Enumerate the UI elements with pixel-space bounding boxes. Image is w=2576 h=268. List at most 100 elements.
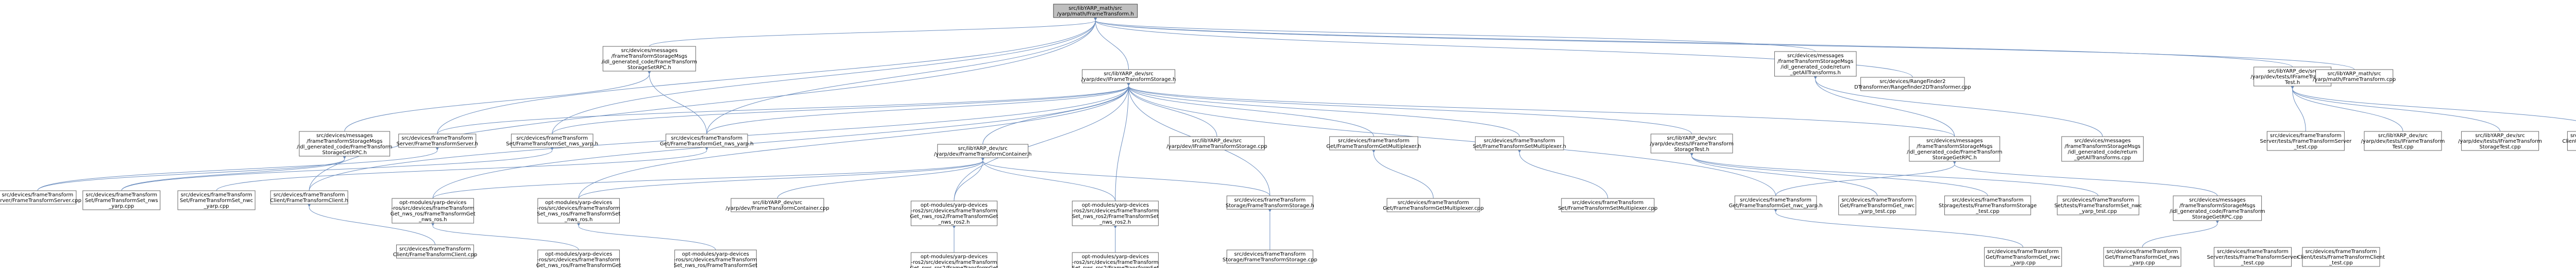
- graph-node-client-cpp[interactable]: src/devices/frameTransformClient/FrameTr…: [393, 244, 478, 259]
- edge-ftst-h-to-storagetest-h: [1127, 82, 1692, 135]
- graph-node-setmux-h[interactable]: src/devices/frameTransformSet/FrameTrans…: [1473, 136, 1566, 150]
- node-label-line: /frameTransformStorageMsgs: [2179, 203, 2255, 209]
- graph-node-ros2-get-h[interactable]: opt-modules/yarp-devices-ros2/src/device…: [910, 200, 998, 226]
- edge-ftsg-rpc-h-to-ftget-rpc-cpp: [1953, 161, 2218, 196]
- node-box: [537, 198, 620, 224]
- node-label-line: opt-modules/yarp-devices: [921, 203, 988, 208]
- node-label-line: -ros2/src/devices/frameTransform: [911, 208, 997, 214]
- graph-node-storage-test[interactable]: src/libYARP_dev/src/yarp/dev/tests/IFram…: [2458, 131, 2542, 151]
- node-label-line: Set_nws_ros/FrameTransformSet: [674, 263, 757, 268]
- graph-node-ros2-h[interactable]: opt-modules/yarp-devices-ros/src/devices…: [537, 198, 620, 224]
- graph-node-math-cpp[interactable]: src/libYARP_math/src/yarp/math/FrameTran…: [2313, 69, 2396, 83]
- node-label-line: src/devices/frameTransform: [1398, 200, 1469, 206]
- graph-node-fts-h[interactable]: src/devices/messages/frameTransformStora…: [602, 46, 697, 72]
- edge-root-to-ftset-yarp-h: [552, 17, 1097, 135]
- node-label-line: src/libYARP_dev/src: [958, 146, 1007, 152]
- edge-ftst-h-to-ftset-yarp-h: [552, 82, 1130, 135]
- graph-node-storage-h2[interactable]: src/devices/frameTransformStorage/FrameT…: [1226, 195, 1314, 210]
- edge-ift-h-to-ift-test: [2291, 86, 2403, 132]
- graph-node-ros2-set-cpp[interactable]: opt-modules/yarp-devices-ros2/src/device…: [1072, 252, 1159, 268]
- node-label-line: src/devices/frameTransform: [1234, 252, 1306, 257]
- node-label-line: /yarp/math/FrameTransform.h: [1057, 11, 1134, 17]
- edge-root-to-fts-h: [649, 17, 1097, 47]
- graph-node-ftget-nwc-test[interactable]: src/devices/frameTransformGet/FrameTrans…: [1838, 195, 1917, 215]
- node-label-line: -ros/src/devices/frameTransform: [537, 257, 620, 263]
- graph-node-ftget-nws-test[interactable]: src/devices/frameTransformStorage/tests/…: [1939, 195, 2037, 215]
- edge-ftst-h-to-setmux-h: [1127, 82, 1520, 137]
- graph-node-ros-set-cpp[interactable]: opt-modules/yarp-devices-ros/src/devices…: [674, 249, 757, 268]
- graph-node-ros-cpp[interactable]: opt-modules/yarp-devices-ros/src/devices…: [536, 249, 621, 268]
- graph-node-ftget-rpc-cpp[interactable]: src/devices/messages/frameTransformStora…: [2170, 195, 2265, 221]
- edge-root-to-ftst-h: [1094, 17, 1129, 70]
- node-label-line: src/libYARP_math/src: [1069, 6, 1122, 11]
- node-label-line: opt-modules/yarp-devices: [1082, 254, 1149, 260]
- graph-node-storage-cpp[interactable]: src/libYARP_dev/src/yarp/dev/IFrameTrans…: [1166, 136, 1267, 150]
- edge-ftst-h-to-ftget-yarp-h: [706, 82, 1130, 135]
- graph-node-ftget-yarp-h[interactable]: src/devices/frameTransformGet/FrameTrans…: [660, 133, 754, 148]
- graph-node-ftget-nwc-cpp[interactable]: src/devices/frameTransformGet/FrameTrans…: [1984, 247, 2062, 267]
- graph-node-server-test2[interactable]: src/devices/frameTransformServer/tests/F…: [2207, 247, 2299, 267]
- graph-node-setnwc-test[interactable]: src/devices/frameTransformSet/tests/Fram…: [2054, 195, 2142, 215]
- graph-node-rtg-cpp[interactable]: src/devices/messages/frameTransformStora…: [2061, 136, 2144, 162]
- graph-node-storage-cpp2[interactable]: src/devices/frameTransformStorage/FrameT…: [1223, 249, 1317, 264]
- graph-node-ftsg-rpc-h[interactable]: src/devices/messages/frameTransformStora…: [1907, 136, 2002, 162]
- graph-node-ftsg-h[interactable]: src/devices/messages/frameTransformStora…: [297, 131, 392, 157]
- node-label-line: DTransformer/Rangefinder2DTransformer.cp…: [1854, 85, 1971, 90]
- node-label-line: /yarp/dev/tests/IFrameTransform: [2361, 139, 2445, 144]
- node-label-line: /frameTransformStorageMsgs: [1917, 144, 1992, 149]
- node-label-line: /yarp/dev/tests/IFrameTransform: [2458, 139, 2542, 144]
- node-label-line: src/devices/messages: [316, 133, 373, 139]
- node-label-line: /yarp/dev/tests/IFrameTransform: [1650, 141, 1734, 147]
- node-box: [1774, 51, 1857, 77]
- graph-node-ift-test[interactable]: src/libYARP_dev/src/yarp/dev/tests/IFram…: [2361, 131, 2445, 151]
- graph-node-ftst-h[interactable]: src/libYARP_dev/src/yarp/dev/IFrameTrans…: [1081, 69, 1176, 83]
- edge-ift-h-to-client-test: [2291, 86, 2576, 121]
- node-label-line: src/devices/messages: [621, 48, 678, 54]
- node-box: [1082, 69, 1176, 83]
- graph-node-ftserver-h[interactable]: src/devices/frameTransformServer/FrameTr…: [397, 133, 478, 148]
- graph-node-storagetest-h[interactable]: src/libYARP_dev/src/yarp/dev/tests/IFram…: [1650, 133, 1734, 154]
- graph-node-ftset-yarp-h[interactable]: src/devices/frameTransformSet/FrameTrans…: [506, 133, 598, 148]
- graph-node-server-test[interactable]: src/devices/frameTransformServer/tests/F…: [2260, 131, 2352, 151]
- node-label-line: src/devices/frameTransform: [1338, 138, 1410, 144]
- node-label-line: src/devices/frameTransform: [2062, 197, 2134, 203]
- node-label-line: -ros2/src/devices/frameTransform: [1072, 260, 1158, 265]
- graph-node-setmux-cpp[interactable]: src/devices/frameTransformSet/FrameTrans…: [1558, 198, 1657, 212]
- edge-root-to-ftget-yarp-h: [706, 17, 1097, 135]
- node-box: [1169, 136, 1265, 150]
- graph-node-client-h[interactable]: src/devices/frameTransformClient/FrameTr…: [270, 190, 348, 205]
- graph-node-ros-h[interactable]: opt-modules/yarp-devices-ros/src/devices…: [391, 198, 476, 224]
- graph-node-getmux-cpp[interactable]: src/devices/frameTransformGet/FrameTrans…: [1383, 198, 1484, 212]
- graph-node-client-test[interactable]: src/devices/frameTransformClient/tests/F…: [2562, 131, 2576, 151]
- node-label-line: _getAllTransforms.h: [1790, 70, 1841, 76]
- graph-node-container-cpp[interactable]: src/libYARP_dev/src/yarp/dev/FrameTransf…: [725, 198, 829, 212]
- graph-node-getmux-h[interactable]: src/devices/frameTransformGet/FrameTrans…: [1326, 136, 1421, 150]
- node-box: [270, 190, 348, 205]
- node-label-line: Set/FrameTransformSet_nws: [85, 198, 158, 204]
- node-box: [2461, 131, 2539, 151]
- graph-node-ftset-nws-cpp[interactable]: src/devices/frameTransformSet/FrameTrans…: [82, 190, 161, 210]
- node-label-line: src/devices/messages: [2189, 197, 2246, 203]
- graph-node-client-test2[interactable]: src/devices/frameTransformClient/tests/F…: [2297, 247, 2385, 267]
- node-box: [299, 131, 391, 157]
- node-box: [398, 133, 477, 148]
- graph-node-ftget-nws-cpp[interactable]: src/devices/frameTransformGet/FrameTrans…: [2103, 247, 2181, 267]
- graph-node-rtg-h[interactable]: src/devices/messages/frameTransformStora…: [1774, 51, 1857, 77]
- node-label-line: src/devices/frameTransform: [274, 192, 345, 198]
- edge-storagetest-h-to-ftget-nws-test: [1690, 153, 1988, 196]
- node-label-line: src/devices/frameTransform: [401, 136, 473, 141]
- node-label-line: Get/FrameTransformGet_nwc_yarp.h: [1729, 203, 1823, 209]
- graph-node-ros2-get-cpp[interactable]: opt-modules/yarp-devices-ros2/src/device…: [910, 252, 998, 268]
- graph-node-ros2-set-h[interactable]: opt-modules/yarp-devices-ros2/src/device…: [1072, 200, 1159, 226]
- graph-node-ftget-nwc-yarp[interactable]: src/devices/frameTransformGet/FrameTrans…: [1729, 195, 1823, 210]
- graph-node-server-cpp[interactable]: src/devices/frameTransformServer/FrameTr…: [0, 190, 81, 205]
- node-label-line: src/devices/frameTransform: [1484, 138, 1555, 144]
- node-label-line: Get_nws_ros2/FrameTransformGet: [910, 265, 998, 268]
- graph-node-root[interactable]: src/libYARP_math/src/yarp/math/FrameTran…: [1053, 4, 1138, 18]
- node-label-line: /yarp/dev/FrameTransformContainer.cpp: [725, 206, 829, 211]
- edge-container-h-to-container-cpp: [777, 157, 985, 199]
- graph-node-ftset-nwc-cpp[interactable]: src/devices/frameTransformSet/FrameTrans…: [177, 190, 256, 210]
- node-label-line: Client/tests/FrameTransformClient: [2297, 255, 2385, 260]
- graph-node-rf2d[interactable]: src/devices/RangeFinder2DTransformer/Ran…: [1854, 77, 1971, 91]
- graph-node-container-h[interactable]: src/libYARP_dev/src/yarp/dev/FrameTransf…: [934, 144, 1031, 158]
